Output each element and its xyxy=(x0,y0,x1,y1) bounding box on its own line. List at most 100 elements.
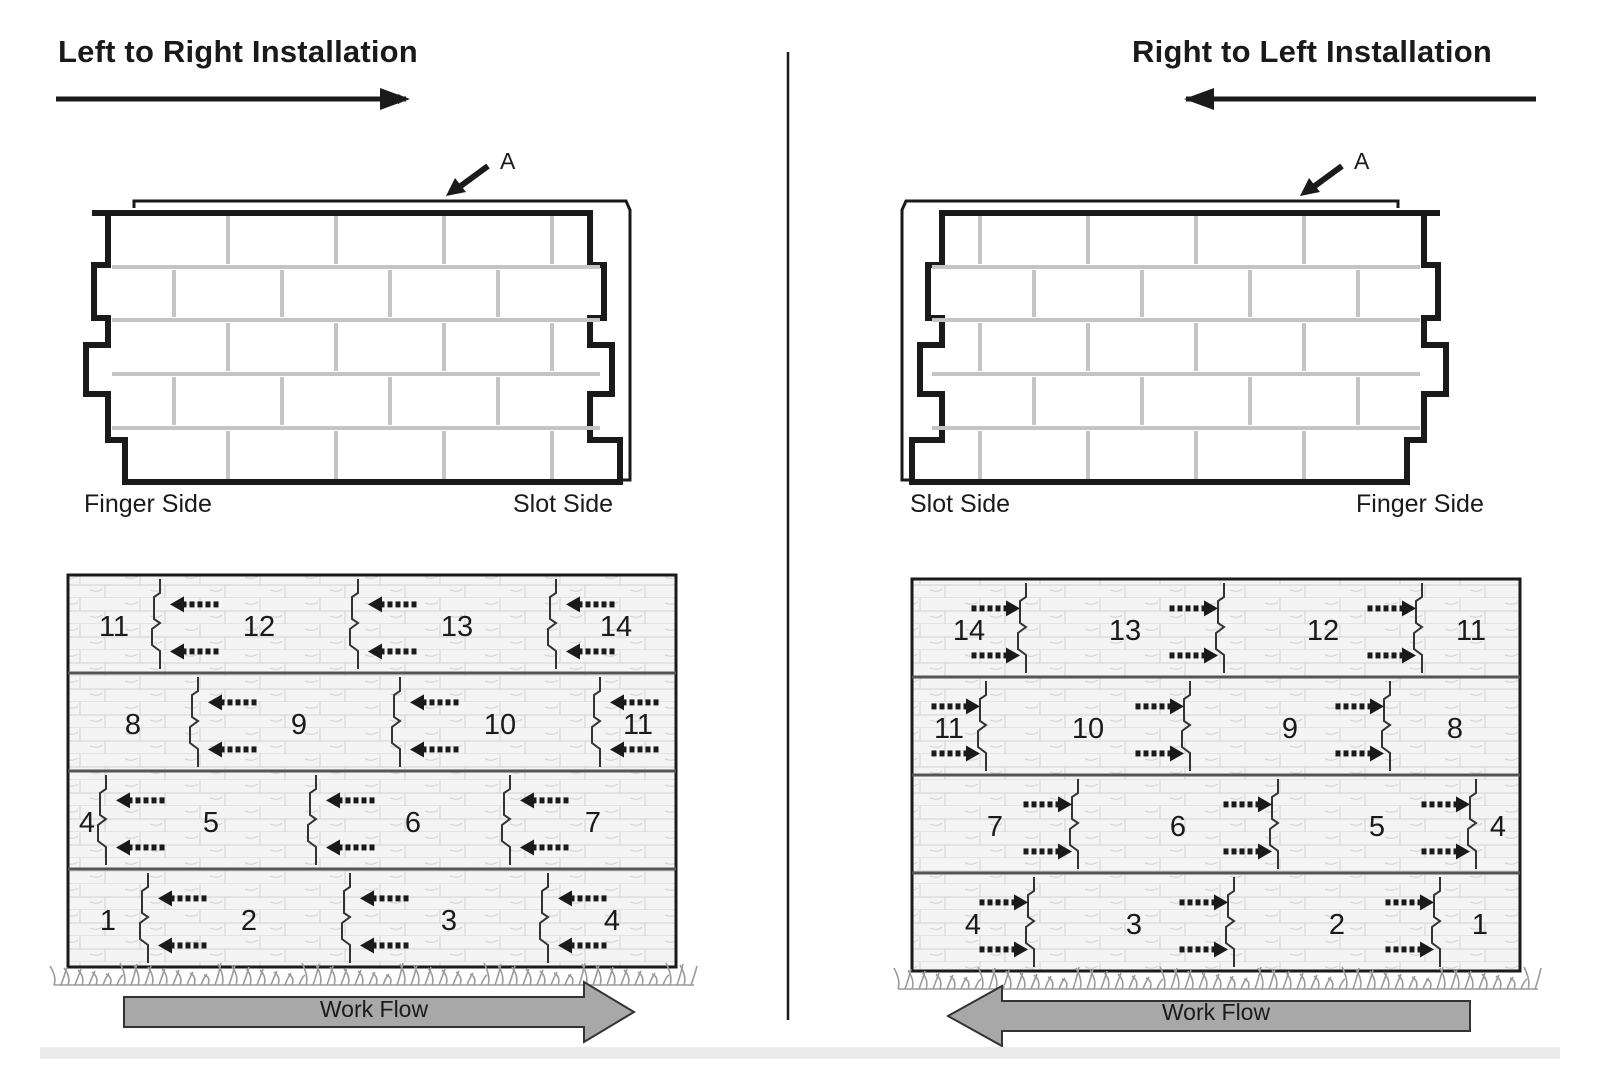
dashed-direction-arrow xyxy=(1385,894,1434,911)
panel-seam xyxy=(1215,583,1226,673)
brick-number-label: 9 xyxy=(1282,713,1298,745)
brick-number-label: 14 xyxy=(953,615,985,647)
dashed-direction-arrow xyxy=(1223,843,1272,860)
panel-seam xyxy=(307,775,318,865)
brick-number-label: 14 xyxy=(600,611,632,643)
siding-panel-body xyxy=(909,210,1449,485)
dashed-direction-arrow xyxy=(979,894,1028,911)
dashed-direction-arrow xyxy=(208,741,257,758)
brick-number-label: 10 xyxy=(1072,713,1104,745)
brick-number-label: 10 xyxy=(484,709,516,741)
left-panel-diagram xyxy=(83,199,632,485)
panel-back-outline xyxy=(900,199,1400,482)
dashed-direction-arrow xyxy=(1169,647,1218,664)
brick-number-label: 7 xyxy=(585,807,601,839)
right-callout-label: A xyxy=(1354,148,1370,174)
dashed-direction-arrow xyxy=(368,643,417,660)
brick-number-label: 1 xyxy=(1472,909,1488,941)
left-callout-label: A xyxy=(500,148,516,174)
panel-seam xyxy=(1225,877,1236,967)
dashed-direction-arrow xyxy=(158,890,207,907)
brick-number-label: 3 xyxy=(1126,909,1142,941)
panel-seam xyxy=(349,579,360,669)
dashed-direction-arrow xyxy=(1179,894,1228,911)
right-work-flow-label: Work Flow xyxy=(1161,999,1271,1025)
panel-seam xyxy=(151,579,162,669)
dashed-direction-arrow xyxy=(971,647,1020,664)
panel-seam xyxy=(189,677,200,767)
dashed-direction-arrow xyxy=(1023,796,1072,813)
brick-number-label: 12 xyxy=(243,611,275,643)
dashed-direction-arrow xyxy=(566,596,615,613)
brick-number-label: 6 xyxy=(1170,811,1186,843)
dashed-direction-arrow xyxy=(116,839,165,856)
right-callout-arrow xyxy=(1310,163,1344,191)
brick-number-label: 2 xyxy=(1329,909,1345,941)
left-callout-arrow xyxy=(456,163,490,191)
brick-number-label: 4 xyxy=(1490,811,1506,843)
brick-number-label: 12 xyxy=(1307,615,1339,647)
siding-panel-body xyxy=(83,210,623,485)
panel-seam xyxy=(1381,681,1392,771)
dashed-direction-arrow xyxy=(1335,745,1384,762)
brick-number-label: 4 xyxy=(79,807,95,839)
dashed-direction-arrow xyxy=(566,643,615,660)
panel-seam xyxy=(1431,877,1442,967)
dashed-direction-arrow xyxy=(558,890,607,907)
grass-line xyxy=(893,966,1542,990)
dashed-direction-arrow xyxy=(326,792,375,809)
dashed-direction-arrow xyxy=(410,741,459,758)
brick-number-label: 2 xyxy=(241,905,257,937)
dashed-direction-arrow xyxy=(158,937,207,954)
dashed-direction-arrow xyxy=(1169,600,1218,617)
grass-line xyxy=(49,962,698,986)
dashed-direction-arrow xyxy=(979,941,1028,958)
brick-number-label: 1 xyxy=(100,905,116,937)
work-flow-arrow xyxy=(945,984,1471,1048)
brick-number-label: 5 xyxy=(1369,811,1385,843)
dashed-direction-arrow xyxy=(520,839,569,856)
left-finger-side-label: Finger Side xyxy=(84,490,212,518)
dashed-direction-arrow xyxy=(1135,745,1184,762)
dashed-direction-arrow xyxy=(360,890,409,907)
dashed-direction-arrow xyxy=(1367,647,1416,664)
brick-number-label: 6 xyxy=(405,807,421,839)
dashed-direction-arrow xyxy=(931,698,980,715)
panel-seam xyxy=(539,873,550,963)
right-slot-side-label: Slot Side xyxy=(910,490,1011,518)
brick-number-label: 13 xyxy=(441,611,473,643)
right-installation-title: Right to Left Installation xyxy=(1132,34,1492,69)
dashed-direction-arrow xyxy=(1421,843,1470,860)
dashed-direction-arrow xyxy=(1335,698,1384,715)
brick-number-label: 8 xyxy=(1447,713,1463,745)
panel-seam xyxy=(1017,583,1028,673)
brick-number-label: 4 xyxy=(965,909,981,941)
left-direction-arrowhead xyxy=(380,88,410,110)
panel-back-outline xyxy=(132,199,632,482)
panel-seam xyxy=(591,677,602,767)
panel-seam xyxy=(977,681,988,771)
brick-number-label: 9 xyxy=(291,709,307,741)
panel-seam xyxy=(501,775,512,865)
dashed-direction-arrow xyxy=(1223,796,1272,813)
dashed-direction-arrow xyxy=(971,600,1020,617)
right-direction-arrowhead xyxy=(1184,88,1214,110)
brick-number-label: 4 xyxy=(604,905,620,937)
dashed-direction-arrow xyxy=(326,839,375,856)
brick-number-label: 11 xyxy=(1456,615,1486,647)
footer-bar xyxy=(40,1047,1560,1059)
panel-seam xyxy=(391,677,402,767)
dashed-direction-arrow xyxy=(208,694,257,711)
brick-number-label: 11 xyxy=(623,709,653,741)
dashed-direction-arrow xyxy=(360,937,409,954)
dashed-direction-arrow xyxy=(368,596,417,613)
dashed-direction-arrow xyxy=(610,694,659,711)
dashed-direction-arrow xyxy=(1385,941,1434,958)
dashed-direction-arrow xyxy=(1179,941,1228,958)
panel-seam xyxy=(97,775,108,865)
brick-number-label: 8 xyxy=(125,709,141,741)
dashed-direction-arrow xyxy=(170,596,219,613)
